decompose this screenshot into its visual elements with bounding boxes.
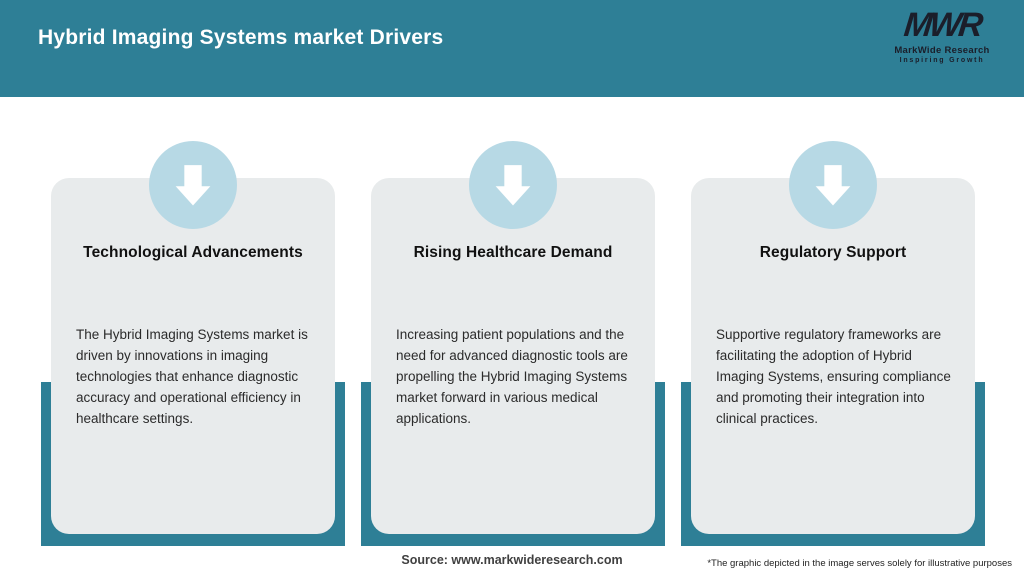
markwide-research-logo: MWR MarkWide Research Inspiring Growth bbox=[882, 6, 1002, 64]
driver-card-rising-healthcare-demand: Rising Healthcare Demand Increasing pati… bbox=[361, 0, 665, 576]
driver-card-regulatory-support: Regulatory Support Supportive regulatory… bbox=[681, 0, 985, 576]
card-description: Increasing patient populations and the n… bbox=[396, 327, 628, 427]
logo-name: MarkWide Research bbox=[894, 44, 990, 56]
card-panel: Rising Healthcare Demand Increasing pati… bbox=[371, 178, 655, 534]
disclaimer-text: *The graphic depicted in the image serve… bbox=[707, 558, 1012, 569]
down-arrow-icon bbox=[149, 141, 237, 229]
down-arrow-icon bbox=[469, 141, 557, 229]
card-title: Rising Healthcare Demand bbox=[413, 244, 613, 261]
card-panel: Regulatory Support Supportive regulatory… bbox=[691, 178, 975, 534]
logo-tagline: Inspiring Growth bbox=[899, 56, 985, 64]
card-description: The Hybrid Imaging Systems market is dri… bbox=[76, 327, 308, 427]
card-title: Technological Advancements bbox=[83, 244, 303, 261]
card-description: Supportive regulatory frameworks are fac… bbox=[716, 327, 951, 427]
header-band: Hybrid Imaging Systems market Drivers MW… bbox=[0, 0, 1024, 97]
source-text: Source: www.markwideresearch.com bbox=[401, 553, 623, 567]
down-arrow-icon bbox=[789, 141, 877, 229]
driver-card-technological-advancements: Technological Advancements The Hybrid Im… bbox=[41, 0, 345, 576]
card-panel: Technological Advancements The Hybrid Im… bbox=[51, 178, 335, 534]
page-title: Hybrid Imaging Systems market Drivers bbox=[38, 26, 444, 49]
card-title: Regulatory Support bbox=[759, 244, 907, 261]
